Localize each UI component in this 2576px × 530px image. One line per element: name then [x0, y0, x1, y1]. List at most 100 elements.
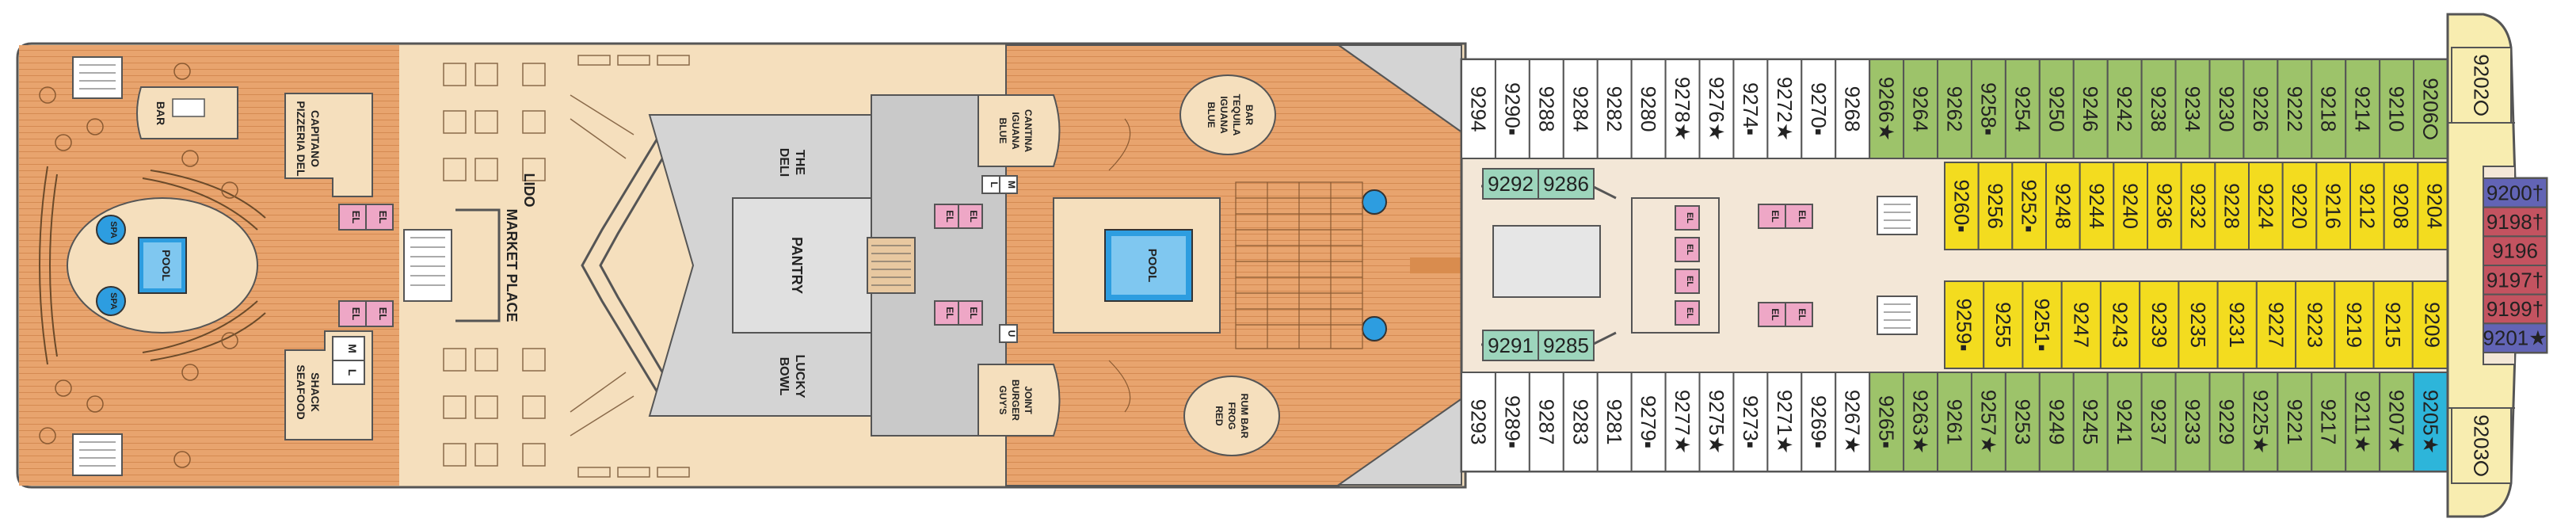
cabin-box[interactable]	[1538, 330, 1595, 361]
midship-spa-top[interactable]	[1362, 189, 1387, 215]
forward-corridor-elevators-bottom[interactable]: EL EL	[1758, 302, 1813, 327]
cabin-box[interactable]	[2255, 280, 2297, 369]
cabin-box[interactable]	[2451, 47, 2512, 124]
cabin[interactable]: 9269▪	[1801, 372, 1837, 472]
mid-elevators-bottom[interactable]: EL EL	[934, 300, 983, 326]
cabin[interactable]: 9231	[2216, 280, 2258, 369]
cabin-box[interactable]	[1630, 59, 1667, 159]
cabin[interactable]: 9225★	[2243, 372, 2279, 472]
cabin-box[interactable]	[1869, 59, 1905, 159]
cabin-box[interactable]	[2243, 372, 2279, 472]
cabin[interactable]: 9255	[1983, 280, 2024, 369]
cabin-box[interactable]	[2281, 162, 2318, 250]
cabin[interactable]: 9203⭘	[2451, 407, 2512, 484]
cabin[interactable]: 9221	[2277, 372, 2313, 472]
forward-elevators[interactable]: EL EL EL EL	[1675, 205, 1700, 326]
cabin-box[interactable]	[2334, 280, 2375, 369]
cabin[interactable]: 9217	[2311, 372, 2347, 472]
cabin[interactable]: 9202⭘	[2451, 47, 2512, 124]
cabin-box[interactable]	[2099, 280, 2141, 369]
cabin[interactable]: 9243	[2099, 280, 2141, 369]
cabin[interactable]: 9241	[2106, 372, 2143, 472]
cabin-box[interactable]	[1937, 372, 1972, 472]
cabin[interactable]: 9270▪	[1801, 59, 1837, 159]
cabin[interactable]: 9294	[1461, 59, 1496, 159]
cabin-box[interactable]	[2483, 293, 2547, 325]
cabin[interactable]: 9267★	[1835, 372, 1871, 472]
mid-elevators-top[interactable]: EL EL	[934, 204, 983, 229]
cabin[interactable]: 9240	[2113, 162, 2148, 250]
cabin-box[interactable]	[2483, 322, 2547, 354]
cabin[interactable]: 9237	[2140, 372, 2177, 472]
forward-corridor-elevators-top[interactable]: EL EL	[1758, 204, 1813, 229]
cabin[interactable]: 9222	[2277, 59, 2313, 159]
cabin[interactable]: 9284	[1562, 59, 1599, 159]
cabin[interactable]: 9252▪	[2011, 162, 2047, 250]
cabin-box[interactable]	[1983, 280, 2024, 369]
cabin[interactable]: 9248	[2045, 162, 2081, 250]
cabin[interactable]: 9289▪	[1494, 372, 1530, 472]
cabin-box[interactable]	[2483, 177, 2547, 208]
cabin[interactable]: 9266★	[1869, 59, 1905, 159]
cabin[interactable]: 9262	[1937, 59, 1972, 159]
cabin[interactable]: 9220	[2281, 162, 2318, 250]
cabin[interactable]: 9196	[2483, 235, 2547, 267]
cabin[interactable]: 9259▪	[1944, 280, 1985, 369]
cabin-box[interactable]	[2311, 372, 2347, 472]
cabin-box[interactable]	[2011, 162, 2047, 250]
cabin-box[interactable]	[1596, 59, 1633, 159]
cabin-box[interactable]	[2140, 59, 2177, 159]
cabin[interactable]: 9290▪	[1494, 59, 1530, 159]
cabin[interactable]: 9235	[2178, 280, 2219, 369]
cabin-box[interactable]	[2295, 280, 2336, 369]
cabin[interactable]: 9250	[2038, 59, 2075, 159]
cabin[interactable]: 9274▪	[1732, 59, 1769, 159]
cabin-box[interactable]	[1766, 59, 1803, 159]
cabin[interactable]: 9261	[1937, 372, 1972, 472]
cabin-box[interactable]	[2045, 162, 2081, 250]
midship-spa-bottom[interactable]	[1362, 316, 1387, 341]
cabin[interactable]: 9260▪	[1944, 162, 1980, 250]
cabin[interactable]: 9223	[2295, 280, 2336, 369]
cabin-box[interactable]	[2315, 162, 2351, 250]
cabin[interactable]: 9226	[2243, 59, 2279, 159]
cabin[interactable]: 9224	[2248, 162, 2284, 250]
cabin-box[interactable]	[1664, 372, 1701, 472]
cabin[interactable]: 9245	[2072, 372, 2109, 472]
cabin-box[interactable]	[1482, 168, 1539, 200]
cabin-box[interactable]	[2208, 59, 2245, 159]
cabin-box[interactable]	[1562, 372, 1599, 472]
cabin[interactable]: 9230	[2208, 59, 2245, 159]
cabin[interactable]: 9282	[1596, 59, 1633, 159]
cabin[interactable]: 9272★	[1766, 59, 1803, 159]
cabin[interactable]: 9246	[2072, 59, 2109, 159]
cabin-box[interactable]	[1937, 59, 1972, 159]
cabin-box[interactable]	[2417, 162, 2452, 250]
cabin-box[interactable]	[1461, 372, 1496, 472]
cabin[interactable]: 9283	[1562, 372, 1599, 472]
cabin-box[interactable]	[2345, 59, 2381, 159]
cabin[interactable]: 9233	[2174, 372, 2211, 472]
cabin[interactable]: 9206⭘	[2413, 59, 2448, 159]
cabin[interactable]: 9200†	[2483, 177, 2547, 208]
cabin[interactable]: 9280	[1630, 59, 1667, 159]
cabin[interactable]: 9265▪	[1869, 372, 1905, 472]
cabin-box[interactable]	[2147, 162, 2182, 250]
cabin-box[interactable]	[1596, 372, 1633, 472]
cabin-box[interactable]	[2248, 162, 2284, 250]
cabin[interactable]: 9210	[2379, 59, 2415, 159]
cabin[interactable]: 9268	[1835, 59, 1871, 159]
spa-top[interactable]	[96, 215, 126, 245]
cabin[interactable]: 9219	[2334, 280, 2375, 369]
cabin-box[interactable]	[2060, 280, 2102, 369]
cabin-box[interactable]	[1630, 372, 1667, 472]
cabin[interactable]: 9281	[1596, 372, 1633, 472]
cabin[interactable]: 9209	[2411, 280, 2453, 369]
cabin-box[interactable]	[1835, 59, 1871, 159]
cabin[interactable]: 9275★	[1698, 372, 1735, 472]
cabin[interactable]: 9244	[2079, 162, 2115, 250]
cabin[interactable]: 9201★	[2483, 322, 2547, 354]
cabin[interactable]: 9287	[1528, 372, 1564, 472]
cabin[interactable]: 9279▪	[1630, 372, 1667, 472]
cabin-box[interactable]	[1538, 168, 1595, 200]
